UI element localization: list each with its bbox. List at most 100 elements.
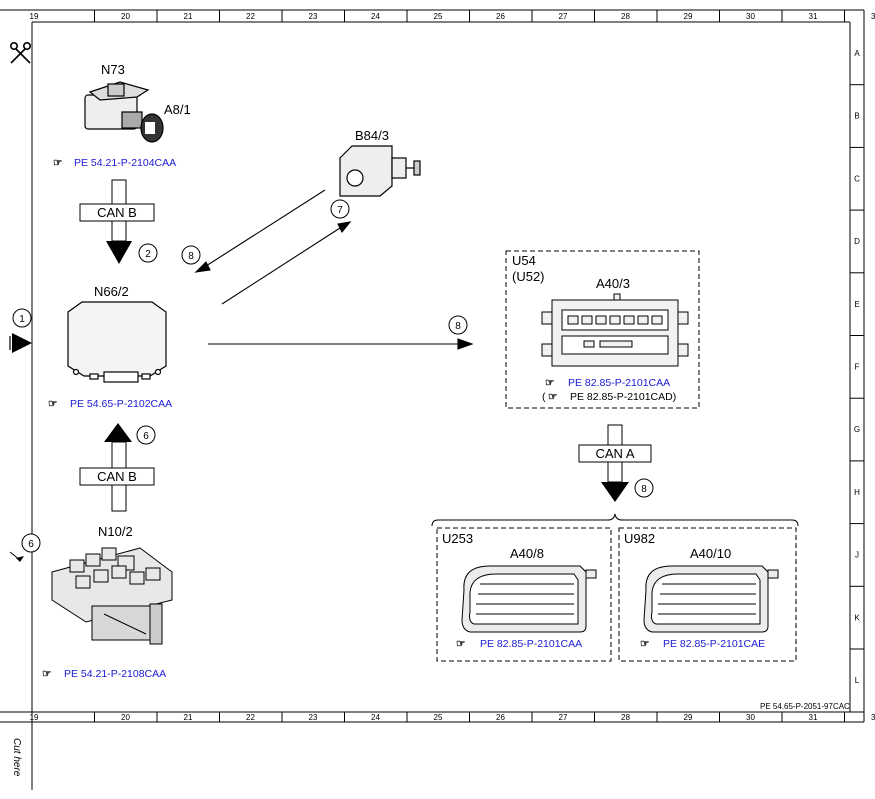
- hand-pointer-icon: ☞: [48, 398, 58, 410]
- can-b-bottom-bus: CAN B: [79, 423, 155, 512]
- column-tick-marks: [94, 10, 845, 722]
- hand-pointer-icon: ☞: [640, 638, 650, 650]
- column-label-bottom: 31: [809, 713, 818, 722]
- column-label-bottom: 23: [309, 713, 318, 722]
- hand-pointer-icon: ☞: [545, 377, 555, 389]
- svg-text:6: 6: [143, 431, 149, 442]
- u982-ref[interactable]: ☞ PE 82.85-P-2101CAE: [640, 638, 765, 650]
- svg-text:PE 54.21-P-2104CAA: PE 54.21-P-2104CAA: [74, 157, 176, 169]
- column-label-bottom: 20: [121, 713, 130, 722]
- signal-arrows: [194, 189, 474, 350]
- u253-group-box: [436, 527, 612, 662]
- marker-2: 2: [138, 243, 158, 263]
- ignition-switch-icon: [84, 81, 164, 143]
- row-label: G: [854, 425, 860, 434]
- marker-6-upper: 6: [136, 425, 156, 445]
- row-label: A: [854, 49, 860, 58]
- row-label: D: [854, 237, 860, 246]
- column-label-bottom: 29: [684, 713, 693, 722]
- u54-ref-1[interactable]: ☞ PE 82.85-P-2101CAA: [545, 377, 670, 389]
- marker-7: 7: [330, 199, 350, 219]
- display-unit-a40-10-icon: [643, 565, 779, 633]
- column-label-bottom: 32: [871, 713, 875, 722]
- can-a-bus: CAN A: [578, 424, 652, 502]
- column-label-top: 30: [746, 12, 755, 21]
- a40-3-label: A40/3: [596, 276, 630, 291]
- row-label: J: [855, 551, 859, 560]
- svg-text:PE 82.85-P-2101CAE: PE 82.85-P-2101CAE: [663, 638, 765, 650]
- column-label-top: 20: [121, 12, 130, 21]
- svg-text:CAN B: CAN B: [97, 469, 137, 484]
- n73-label: N73: [101, 62, 125, 77]
- row-label: B: [854, 112, 859, 121]
- n10-ref[interactable]: ☞ PE 54.21-P-2108CAA: [42, 668, 166, 680]
- marker-8-left: 8: [181, 245, 201, 265]
- row-label: C: [854, 174, 860, 183]
- column-label-top: 32: [871, 12, 875, 21]
- hand-pointer-icon: ☞: [548, 391, 558, 403]
- hand-pointer-icon: ☞: [53, 157, 63, 169]
- column-label-top: 31: [809, 12, 818, 21]
- row-tick-marks: [850, 84, 864, 650]
- svg-text:2: 2: [145, 249, 151, 260]
- column-label-top: 25: [434, 12, 443, 21]
- document-id: PE 54.65-P-2051-97CAC: [760, 702, 850, 711]
- column-label-bottom: 24: [371, 713, 380, 722]
- camera-icon: [339, 145, 421, 197]
- column-label-top: 29: [684, 12, 693, 21]
- fuse-relay-module-icon: [51, 547, 173, 645]
- u982-group-box: [618, 527, 797, 662]
- row-label: L: [855, 676, 860, 685]
- a40-8-label: A40/8: [510, 546, 544, 561]
- u52-label: (U52): [512, 269, 545, 284]
- svg-text:CAN B: CAN B: [97, 205, 137, 220]
- svg-text:PE 82.85-P-2101CAA: PE 82.85-P-2101CAA: [568, 377, 670, 389]
- marker-6-lower: 6: [9, 533, 41, 562]
- column-label-top: 26: [496, 12, 505, 21]
- svg-text:CAN A: CAN A: [595, 446, 634, 461]
- svg-text:8: 8: [188, 251, 194, 262]
- column-label-top: 23: [309, 12, 318, 21]
- can-b-top-bus: CAN B: [79, 179, 155, 264]
- svg-text:8: 8: [455, 321, 461, 332]
- column-label-top: 28: [621, 12, 630, 21]
- svg-text:(: (: [542, 391, 546, 403]
- svg-text:6: 6: [28, 539, 34, 550]
- a40-10-label: A40/10: [690, 546, 731, 561]
- column-label-bottom: 21: [184, 713, 193, 722]
- column-label-bottom: 22: [246, 713, 255, 722]
- column-label-bottom: 27: [559, 713, 568, 722]
- scissors-icon: [10, 41, 31, 64]
- row-label: F: [855, 363, 860, 372]
- column-label-top: 21: [184, 12, 193, 21]
- u54-ref-2[interactable]: ( ☞ PE 82.85-P-2101CAD): [542, 391, 676, 403]
- column-label-top: 22: [246, 12, 255, 21]
- u253-ref[interactable]: ☞ PE 82.85-P-2101CAA: [456, 638, 582, 650]
- head-unit-icon: [541, 293, 689, 367]
- svg-text:PE 82.85-P-2101CAD): PE 82.85-P-2101CAD): [570, 391, 676, 403]
- cut-here-label: Cut here: [11, 738, 22, 777]
- b84-label: B84/3: [355, 128, 389, 143]
- column-label-bottom: 25: [434, 713, 443, 722]
- a8-1-label: A8/1: [164, 102, 191, 117]
- n66-ref[interactable]: ☞ PE 54.65-P-2102CAA: [48, 398, 172, 410]
- column-label-bottom: 28: [621, 713, 630, 722]
- row-label: K: [854, 613, 860, 622]
- n73-ref[interactable]: ☞ PE 54.21-P-2104CAA: [53, 157, 176, 169]
- column-label-top: 19: [30, 12, 39, 21]
- control-unit-icon: [67, 301, 167, 383]
- svg-text:PE 82.85-P-2101CAA: PE 82.85-P-2101CAA: [480, 638, 582, 650]
- column-label-bottom: 30: [746, 713, 755, 722]
- u253-label: U253: [442, 531, 473, 546]
- svg-text:8: 8: [641, 484, 647, 495]
- display-unit-a40-8-icon: [461, 565, 597, 633]
- svg-text:1: 1: [19, 314, 25, 325]
- entry-arrow-icon: [9, 333, 32, 353]
- marker-1: 1: [12, 308, 32, 328]
- column-label-top: 27: [559, 12, 568, 21]
- u54-label: U54: [512, 253, 536, 268]
- n10-label: N10/2: [98, 524, 133, 539]
- display-group-brace: [431, 513, 799, 527]
- n66-label: N66/2: [94, 284, 129, 299]
